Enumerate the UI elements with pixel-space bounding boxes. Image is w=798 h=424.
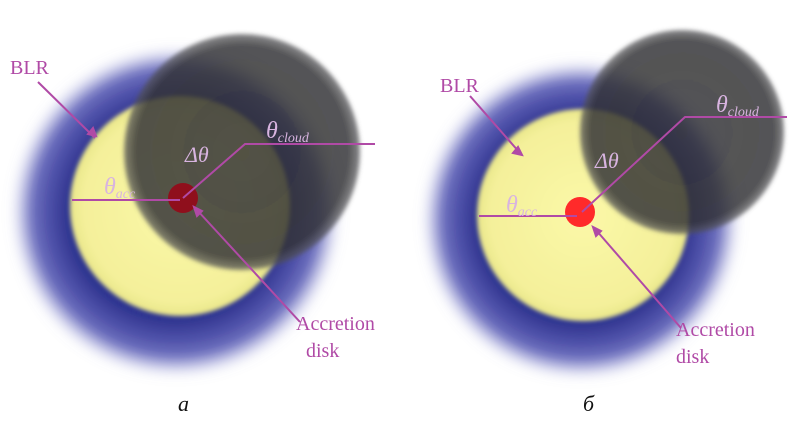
obscuring-cloud [124,34,360,270]
blr-label: BLR [440,75,480,97]
blr-arrowhead [511,145,524,157]
theta-cloud-line [182,143,375,199]
accretion-label-line1: Accretion [676,319,755,341]
accretion-label-line2: disk [676,346,709,368]
theta-cloud-label: θcloud [716,92,760,120]
accretion-arrowhead [591,225,603,238]
blr-pointer-line [37,81,96,139]
obscuring-cloud [580,30,784,234]
panel-caption: a [178,391,189,416]
annotation-lines [469,95,787,329]
accretion-arrowhead [192,205,204,218]
accretion-pointer-line [196,209,301,323]
annotation-lines [37,81,375,323]
theta-cloud-label: θcloud [266,118,310,146]
blr-label: BLR [10,57,50,79]
theta-acc-label: θacc [104,174,136,202]
panel-b: BLR θcloud Δθ θacc Accretion disk б [423,30,787,416]
delta-theta-label: Δθ [594,148,619,173]
theta-cloud-line [581,116,787,213]
accretion-pointer-line [595,229,682,329]
accretion-label-line2: disk [306,340,339,362]
blr-pointer-line [469,95,521,154]
blr-arrowhead [86,126,98,138]
theta-acc-label: θacc [506,192,538,220]
accretion-label-line1: Accretion [296,313,375,335]
delta-theta-label: Δθ [184,142,209,167]
panel-a: BLR θcloud Δθ θacc Accretion disk a [10,34,375,416]
accretion-disk [565,197,595,227]
panel-caption: б [583,391,595,416]
